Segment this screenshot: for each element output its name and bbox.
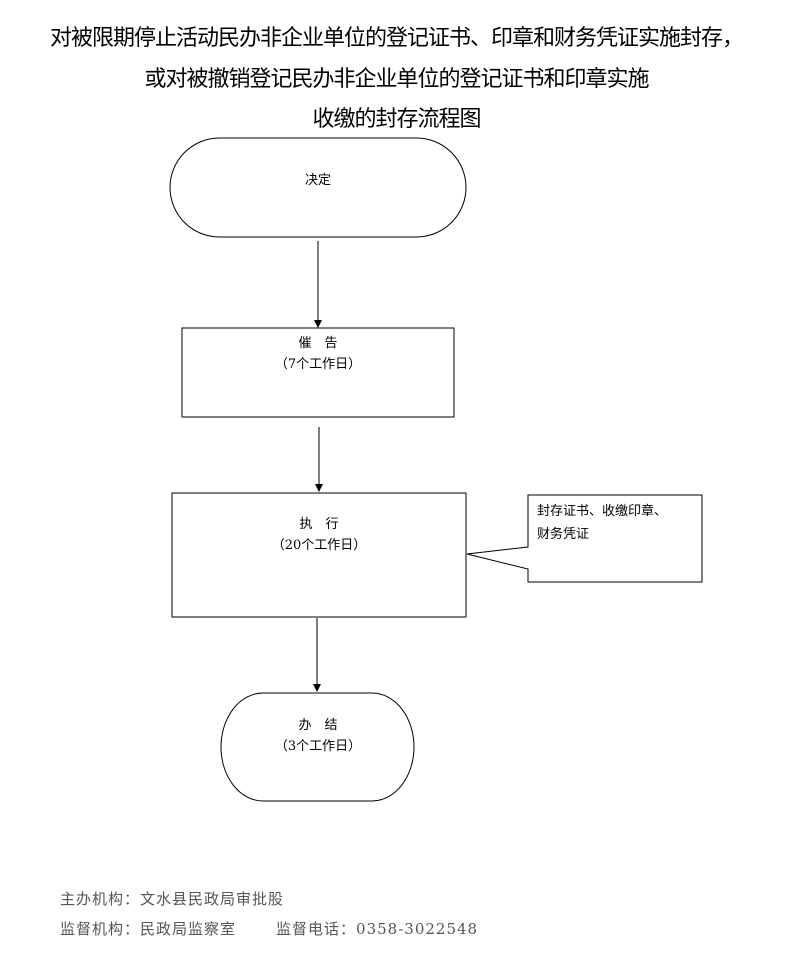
urge-label: 催 告	[298, 336, 337, 351]
urge-days: （7个工作日）	[275, 357, 361, 372]
phone-label: 监督电话：	[276, 920, 357, 938]
execute-label: 执 行	[299, 517, 338, 532]
callout-shape	[466, 494, 703, 583]
execute-days: （20个工作日）	[272, 538, 367, 553]
host-value: 文水县民政局审批股	[140, 890, 285, 908]
page-title-line-1: 对被限期停止活动民办非企业单位的登记证书、印章和财务凭证实施封存，	[49, 26, 744, 51]
urge-node	[181, 327, 455, 418]
decide-node	[169, 137, 467, 238]
supervise-label: 监督机构：	[60, 920, 141, 938]
host-organization: 主办机构：文水县民政局审批股	[60, 888, 284, 909]
host-label: 主办机构：	[60, 890, 141, 908]
finish-label: 办 结	[298, 718, 337, 733]
supervision-info: 监督机构：民政局监察室 监督电话：0358-3022548	[60, 918, 478, 939]
callout-text-line-1: 封存证书、收缴印章、	[537, 503, 667, 519]
page-title-line-3: 收缴的封存流程图	[312, 107, 481, 132]
decide-label: 决定	[305, 173, 331, 188]
page-title-line-2: 或对被撤销登记民办非企业单位的登记证书和印章实施	[144, 67, 649, 92]
execute-node	[171, 492, 467, 618]
supervise-value: 民政局监察室	[140, 920, 237, 938]
finish-node	[220, 692, 415, 802]
finish-days: （3个工作日）	[275, 739, 361, 754]
phone-value: 0358-3022548	[356, 920, 479, 938]
callout-text-line-2: 财务凭证	[537, 526, 589, 542]
